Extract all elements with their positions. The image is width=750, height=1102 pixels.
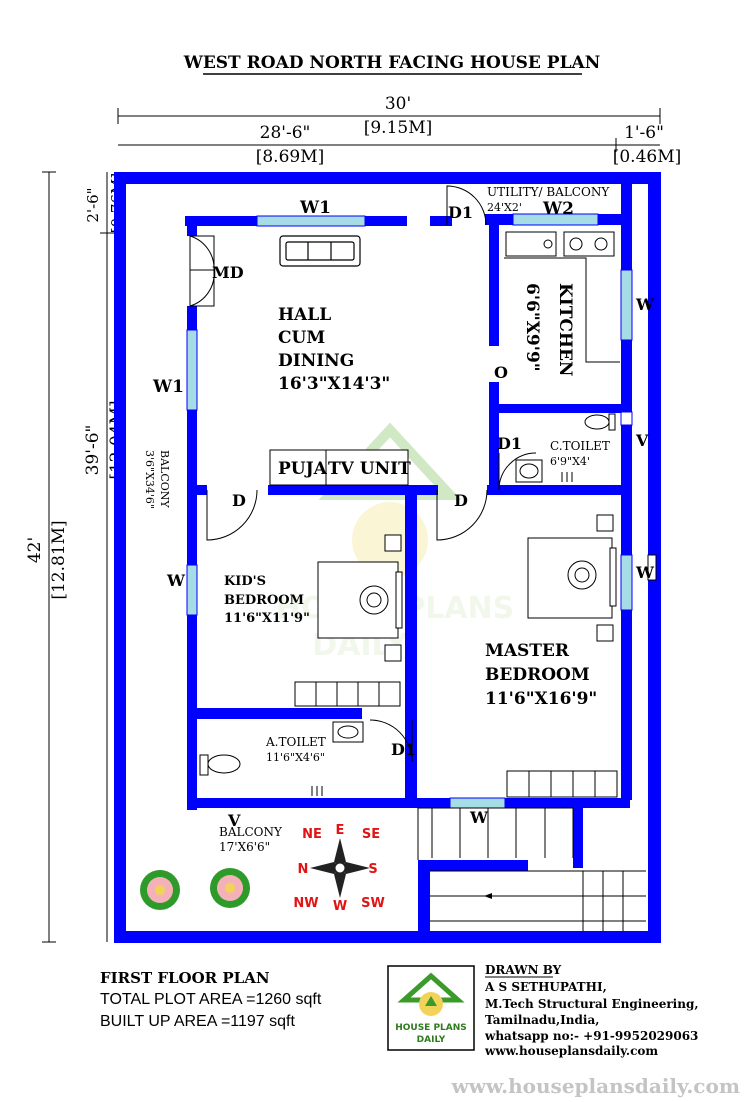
svg-text:24'X2': 24'X2' — [487, 201, 522, 214]
wardrobe-icon — [294, 681, 618, 798]
svg-text:S: S — [368, 862, 377, 877]
svg-text:W: W — [469, 808, 489, 827]
svg-text:D: D — [232, 491, 246, 510]
house-plans-daily-logo: HOUSE PLANS DAILY — [387, 965, 475, 1051]
svg-text:NE: NE — [302, 827, 322, 842]
svg-text:W1: W1 — [299, 198, 331, 218]
svg-text:W: W — [635, 295, 655, 314]
dim-total-width-m: [9.15M] — [364, 118, 433, 138]
ctoilet-label: C.TOILET — [550, 439, 610, 453]
svg-text:17'X6'6": 17'X6'6" — [219, 840, 270, 854]
svg-text:N: N — [298, 862, 309, 877]
svg-text:E: E — [336, 823, 345, 838]
svg-text:V: V — [635, 431, 649, 450]
svg-text:CUM: CUM — [278, 328, 325, 348]
svg-text:D: D — [454, 491, 468, 510]
doors — [189, 185, 537, 763]
puja-tv-unit-box — [269, 449, 409, 486]
svg-text:D1: D1 — [391, 740, 416, 759]
svg-text:A S SETHUPATHI,: A S SETHUPATHI, — [484, 980, 607, 994]
svg-text:W2: W2 — [542, 199, 574, 219]
plan-title: WEST ROAD NORTH FACING HOUSE PLAN — [183, 53, 601, 73]
master-bedroom-label: MASTER — [485, 641, 570, 661]
credits-heading: DRAWN BY — [485, 963, 562, 977]
svg-text:6'9"X4': 6'9"X4' — [550, 455, 590, 468]
svg-text:DINING: DINING — [278, 351, 354, 371]
balcony-bottom-label: BALCONY — [219, 825, 283, 839]
svg-text:D1: D1 — [497, 434, 522, 453]
svg-text:W: W — [166, 571, 186, 590]
svg-text:Tamilnadu,India,: Tamilnadu,India, — [485, 1013, 599, 1027]
atoilet-label: A.TOILET — [265, 735, 326, 749]
svg-text:SE: SE — [362, 827, 380, 842]
room-labels: HALL CUM DINING 16'3"X14'3" KITCHEN 6'6"… — [143, 185, 610, 854]
svg-text:W1: W1 — [152, 377, 184, 397]
staircase — [417, 807, 646, 931]
ctoilet-fixtures-icon — [515, 413, 616, 483]
balcony-left-label: BALCONY — [158, 450, 171, 508]
master-bed-icon — [527, 514, 617, 642]
svg-text:V: V — [227, 811, 241, 830]
dim-left-width-m: [8.69M] — [256, 147, 325, 167]
outer-walls — [114, 172, 661, 943]
atoilet-fixtures-icon — [199, 721, 364, 796]
svg-text:BEDROOM: BEDROOM — [224, 593, 304, 608]
plot-area: TOTAL PLOT AREA =1260 sqft — [100, 991, 322, 1008]
utility-label: UTILITY/ BALCONY — [487, 185, 610, 199]
top-dimensions: 30' [9.15M] 28'-6" [8.69M] 1'-6" [0.46M] — [117, 94, 682, 167]
svg-text:11'6"X4'6": 11'6"X4'6" — [266, 751, 325, 764]
kitchen-label: KITCHEN — [555, 283, 575, 376]
svg-text:NW: NW — [293, 896, 318, 911]
svg-text:MD: MD — [212, 263, 244, 282]
opening-labels: W1 W1 W2 MD D1 D1 D1 D D O W V W W V W — [152, 198, 655, 830]
svg-text:11'6"X16'9": 11'6"X16'9" — [485, 689, 597, 709]
hall-label: HALL — [278, 305, 331, 325]
dim-total-width: 30' — [385, 94, 411, 114]
dim-left-width: 28'-6" — [260, 123, 311, 143]
kids-bedroom-label: KID'S — [224, 574, 266, 589]
svg-text:16'3"X14'3": 16'3"X14'3" — [278, 374, 390, 394]
dim-total-height: 42' — [25, 537, 45, 563]
dim-mid-height: 39'-6" — [83, 425, 103, 476]
kitchen-counter-icon — [504, 231, 620, 363]
svg-text:O: O — [494, 363, 508, 382]
credits-block: DRAWN BY A S SETHUPATHI, M.Tech Structur… — [484, 963, 699, 1058]
sofa-icon — [279, 235, 361, 267]
dim-top-height: 2'-6" — [84, 187, 102, 222]
plant-icon — [140, 868, 250, 910]
svg-text:D1: D1 — [448, 203, 473, 222]
windows — [186, 213, 657, 809]
dim-right-width-m: [0.46M] — [613, 147, 682, 167]
svg-text:3'6"X34'6": 3'6"X34'6" — [143, 450, 156, 509]
svg-text:W: W — [333, 899, 347, 914]
dim-total-height-m: [12.81M] — [49, 520, 69, 599]
svg-text:SW: SW — [361, 896, 385, 911]
svg-text:HOUSE PLANS: HOUSE PLANS — [395, 1023, 467, 1033]
svg-text:6'6"X9'9": 6'6"X9'9" — [522, 283, 542, 372]
compass-icon: E NE SE N S NW W SW — [293, 823, 384, 914]
kids-bed-icon — [317, 534, 403, 662]
footer-watermark: www.houseplansdaily.com — [451, 1074, 740, 1098]
svg-text:whatsapp no:- +91-9952029063: whatsapp no:- +91-9952029063 — [484, 1029, 698, 1043]
svg-text:11'6"X11'9": 11'6"X11'9" — [224, 611, 310, 626]
puja-label: PUJA — [278, 459, 328, 479]
dim-right-width: 1'-6" — [624, 123, 664, 143]
left-dimensions: 42' [12.81M] 2'-6" [0.76M] 39'-6" [12.04… — [25, 171, 127, 943]
built-up-area: BUILT UP AREA =1197 sqft — [100, 1013, 295, 1030]
svg-text:BEDROOM: BEDROOM — [485, 665, 590, 685]
svg-text:W: W — [635, 563, 655, 582]
floor-plan-heading: FIRST FLOOR PLAN — [100, 969, 270, 987]
tv-unit-label: TV UNIT — [328, 459, 411, 479]
svg-text:M.Tech Structural Engineering,: M.Tech Structural Engineering, — [485, 997, 699, 1011]
svg-text:DAILY: DAILY — [417, 1035, 446, 1045]
svg-text:www.houseplansdaily.com: www.houseplansdaily.com — [484, 1044, 658, 1058]
